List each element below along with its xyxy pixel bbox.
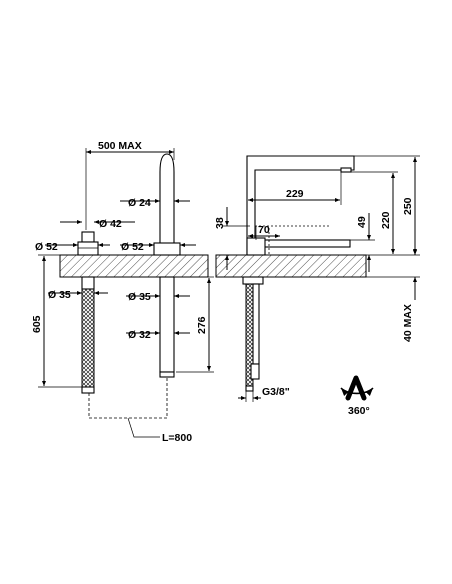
front-view: 500 MAX Ø 24 Ø 42 Ø 52 Ø 52 Ø 35 Ø 35 Ø … (31, 140, 214, 444)
braided-hose-left (81, 288, 95, 388)
label-dia-42: Ø 42 (99, 218, 122, 230)
label-276: 276 (196, 316, 208, 334)
label-40-max: 40 MAX (402, 304, 414, 342)
label-500-max: 500 MAX (98, 140, 142, 152)
label-220: 220 (380, 211, 392, 229)
label-dia-24: Ø 24 (128, 197, 151, 209)
label-g3-8: G3/8" (262, 386, 290, 398)
countertop-right (215, 254, 367, 278)
label-l-800: L=800 (162, 432, 192, 444)
lever (261, 239, 351, 248)
countertop-left (59, 254, 209, 278)
label-49: 49 (356, 216, 368, 228)
label-dia-35-left: Ø 35 (48, 289, 71, 301)
shank-left (81, 276, 95, 290)
label-dia-32: Ø 32 (128, 329, 151, 341)
label-70: 70 (258, 224, 270, 236)
rotation-360-icon (340, 375, 374, 401)
hose-path (88, 377, 168, 419)
label-38: 38 (214, 217, 226, 229)
label-dia-35-right: Ø 35 (128, 291, 151, 303)
label-dia-52-left: Ø 52 (35, 241, 58, 253)
label-605: 605 (31, 315, 43, 333)
handle-cap (81, 231, 95, 243)
side-view: 229 70 38 49 220 250 40 MAX G3/8" 360° (214, 155, 420, 417)
label-dia-52-right: Ø 52 (121, 241, 144, 253)
label-360: 360° (348, 405, 370, 417)
spout-base (153, 242, 181, 256)
label-229: 229 (286, 188, 304, 200)
spout-shank (159, 276, 175, 373)
spout-tube (159, 153, 175, 256)
handle-base (77, 241, 99, 256)
label-250: 250 (402, 197, 414, 215)
